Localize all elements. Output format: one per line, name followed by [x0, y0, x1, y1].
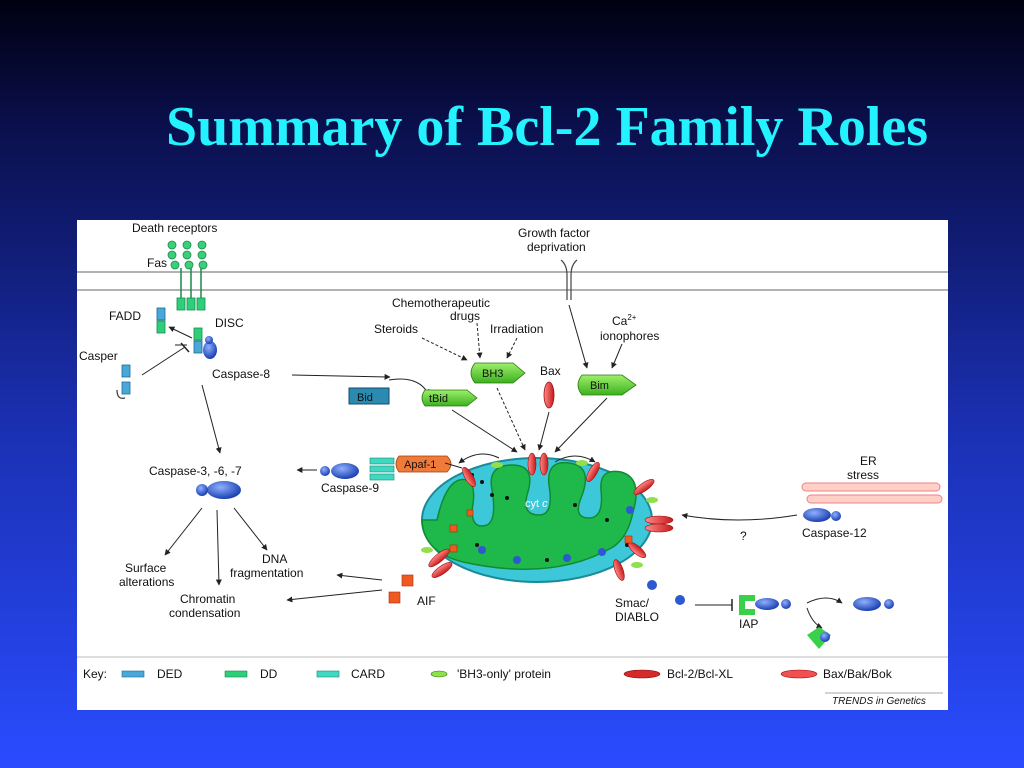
smac-label-2: DIABLO [615, 610, 659, 624]
disc-complex-icon [193, 327, 217, 359]
legend-swatch-bh3 [430, 670, 448, 678]
dna-label-2: fragmentation [230, 566, 303, 580]
legend-swatch-dd [224, 670, 248, 678]
legend-label-bcl2: Bcl-2/Bcl-XL [667, 667, 733, 681]
tbid-label: tBid [429, 393, 448, 405]
chromatin-label-1: Chromatin [180, 592, 235, 606]
chromatin-label-2: condensation [169, 606, 240, 620]
growth-factor-receptor-icon [560, 259, 578, 300]
aif-icon [388, 574, 414, 604]
caspase-free-icon [853, 597, 894, 611]
iap-icon [739, 595, 791, 615]
growth-factor-label-2: deprivation [527, 240, 586, 254]
slide-title: Summary of Bcl-2 Family Roles [165, 96, 929, 158]
mitochondrion: cyt c [421, 452, 674, 583]
apaf1-label: Apaf-1 [404, 459, 436, 471]
casper-label: Casper [79, 349, 118, 363]
caspase9-label: Caspase-9 [321, 481, 379, 495]
disc-label: DISC [215, 316, 244, 330]
aif-label: AIF [417, 594, 436, 608]
legend-label-ded: DED [157, 667, 183, 681]
legend-label-card: CARD [351, 667, 385, 681]
legend-swatch-bcl2 [623, 669, 661, 679]
smac-label-1: Smac/ [615, 596, 650, 610]
bim-label: Bim [590, 380, 609, 392]
bcl2-pathway-figure: Death receptors Fas FADD DISC Casper Cas… [77, 220, 948, 710]
bim-protein: Bim [577, 374, 637, 396]
apaf1-protein: Apaf-1 [395, 455, 452, 473]
tbid-protein: tBid [421, 389, 478, 407]
caspase8-label: Caspase-8 [212, 367, 270, 381]
cytc-label: cyt c [525, 498, 548, 510]
er-label-1: ER [860, 454, 877, 468]
fas-label: Fas [147, 256, 167, 270]
fadd-label: FADD [109, 309, 141, 323]
chemo-label-2: drugs [450, 309, 480, 323]
er-membrane-icon [801, 482, 943, 504]
caspase367-icon [196, 481, 241, 499]
legend-swatch-bax [780, 669, 818, 679]
er-label-2: stress [847, 468, 879, 482]
legend-label-dd: DD [260, 667, 278, 681]
ca-label: Ca2+ [612, 313, 637, 328]
fas-receptor-icon [167, 240, 208, 311]
smac-icon [647, 580, 685, 605]
legend-title: Key: [83, 667, 107, 681]
bid-box: Bid [348, 387, 390, 405]
legend-swatch-card [316, 670, 340, 678]
caspase9-icon [320, 463, 359, 479]
legend-label-bh3: 'BH3-only' protein [457, 667, 551, 681]
pathway-diagram: Death receptors Fas FADD DISC Casper Cas… [77, 221, 948, 707]
caspase12-icon [803, 508, 841, 522]
bid-label: Bid [357, 392, 373, 404]
bh3-label: BH3 [482, 368, 503, 380]
death-receptors-label: Death receptors [132, 221, 217, 235]
bax-label: Bax [540, 364, 561, 378]
surface-label-1: Surface [125, 561, 167, 575]
caspase12-label: Caspase-12 [802, 526, 867, 540]
iap-smac-complex-icon [807, 627, 831, 649]
chemo-label-1: Chemotherapeutic [392, 296, 490, 310]
casper-icon [116, 364, 131, 399]
fadd-icon [156, 307, 166, 334]
dna-label-1: DNA [262, 552, 287, 566]
growth-factor-label-1: Growth factor [518, 226, 590, 240]
bh3-protein: BH3 [470, 362, 526, 384]
iap-label: IAP [739, 617, 758, 631]
cell-membrane [77, 271, 948, 291]
credit-label: TRENDS in Genetics [832, 696, 926, 707]
question-label: ? [740, 529, 747, 543]
ionophores-label: ionophores [600, 329, 659, 343]
card-complex-icon [369, 457, 395, 481]
surface-label-2: alterations [119, 575, 174, 589]
caspase367-label: Caspase-3, -6, -7 [149, 464, 242, 478]
irradiation-label: Irradiation [490, 322, 543, 336]
bax-protein-icon [543, 381, 555, 409]
legend-swatch-ded [121, 670, 145, 678]
steroids-label: Steroids [374, 322, 418, 336]
legend: Key: DED DD CARD 'BH3-only' protein Bcl-… [77, 656, 948, 707]
legend-label-bax: Bax/Bak/Bok [823, 667, 893, 681]
